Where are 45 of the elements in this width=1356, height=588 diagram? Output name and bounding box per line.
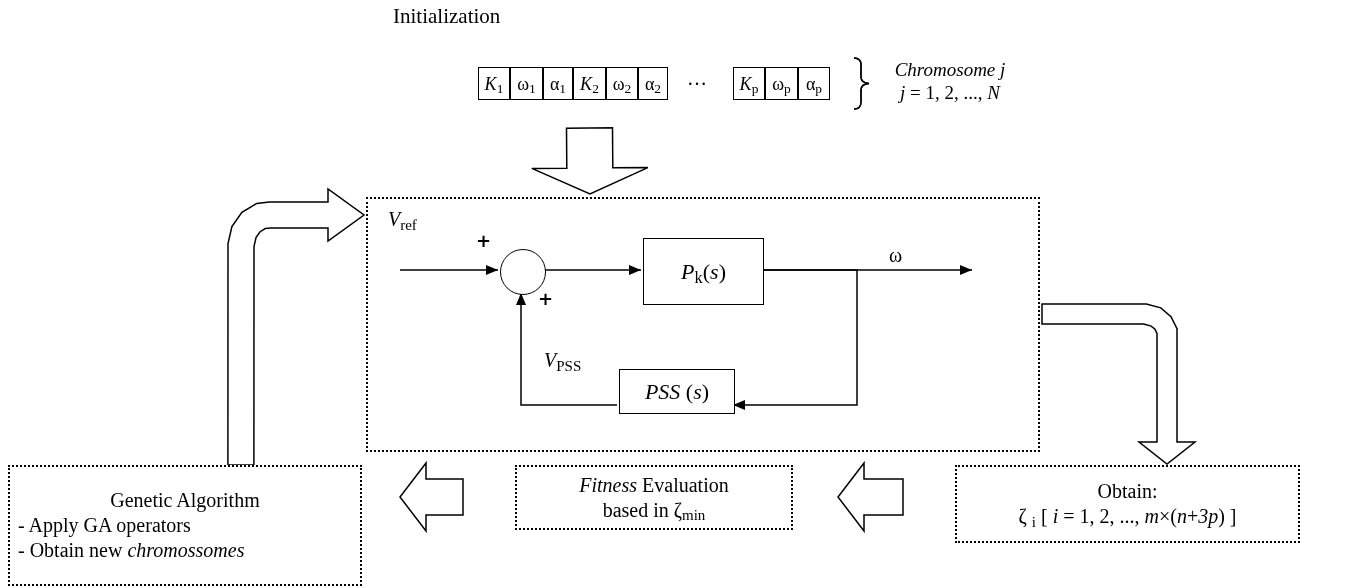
gene-cell: [638, 67, 668, 100]
chromosome-caption: j = 1, 2, ..., N: [900, 82, 1000, 103]
box-text: ω$_{2}$: [612, 74, 632, 93]
block-arrow: [531, 127, 649, 195]
block-arrow: [837, 460, 904, 534]
block-box: [619, 369, 735, 414]
box-text: - Obtain new chromossomes: [18, 538, 246, 563]
box-text: α$_{1}$: [549, 74, 567, 93]
box-text: P$_{k}$(s): [681, 258, 726, 288]
box-text: - Apply GA operators: [18, 513, 192, 538]
box-text: ω$_{1}$: [517, 74, 536, 93]
dotted-box: [955, 465, 1300, 543]
summing-junction: [500, 249, 546, 295]
gene-cell: [573, 67, 606, 100]
dotted-box: [8, 465, 362, 586]
ellipsis: …: [687, 67, 707, 89]
box-text: K$_{2}$: [580, 74, 599, 93]
plus-sign: +: [476, 230, 492, 251]
chromosome-caption: Chromosome j: [894, 59, 1006, 80]
box-text: α$_{2}$: [644, 74, 662, 93]
signal-arrow: [399, 265, 499, 275]
plus-sign: +: [538, 288, 554, 309]
gene-cell: [543, 67, 573, 100]
gene-cell: [765, 67, 798, 100]
box-text: Fitness Evaluation based in ζ$_{min}$: [578, 472, 730, 523]
gene-cell: [733, 67, 765, 100]
gene-cell: [606, 67, 638, 100]
gene-cell: [510, 67, 543, 100]
block-arrow: [227, 187, 366, 466]
block-arrow: [1041, 303, 1198, 465]
box-heading: Genetic Algorithm: [109, 488, 261, 513]
block-arrow: [399, 460, 464, 534]
block-box: [643, 238, 764, 305]
box-heading: Obtain:: [1096, 479, 1159, 504]
title-text: Initialization: [393, 4, 501, 28]
gene-cell: [798, 67, 830, 100]
box-text: K$_{1}$: [484, 74, 504, 93]
box-text: PSS (s): [644, 378, 710, 406]
signal-label: V$_{ref}$: [388, 208, 417, 230]
signal-label: V$_{PSS}$: [544, 349, 582, 371]
gene-cell: [478, 67, 510, 100]
box-text: ζ $_{i}$ [ i = 1, 2, ..., m×(n+3p) ]: [1017, 504, 1238, 529]
dotted-frame: [366, 197, 1040, 452]
dotted-box: [515, 465, 793, 530]
signal-label: ω: [889, 244, 903, 266]
